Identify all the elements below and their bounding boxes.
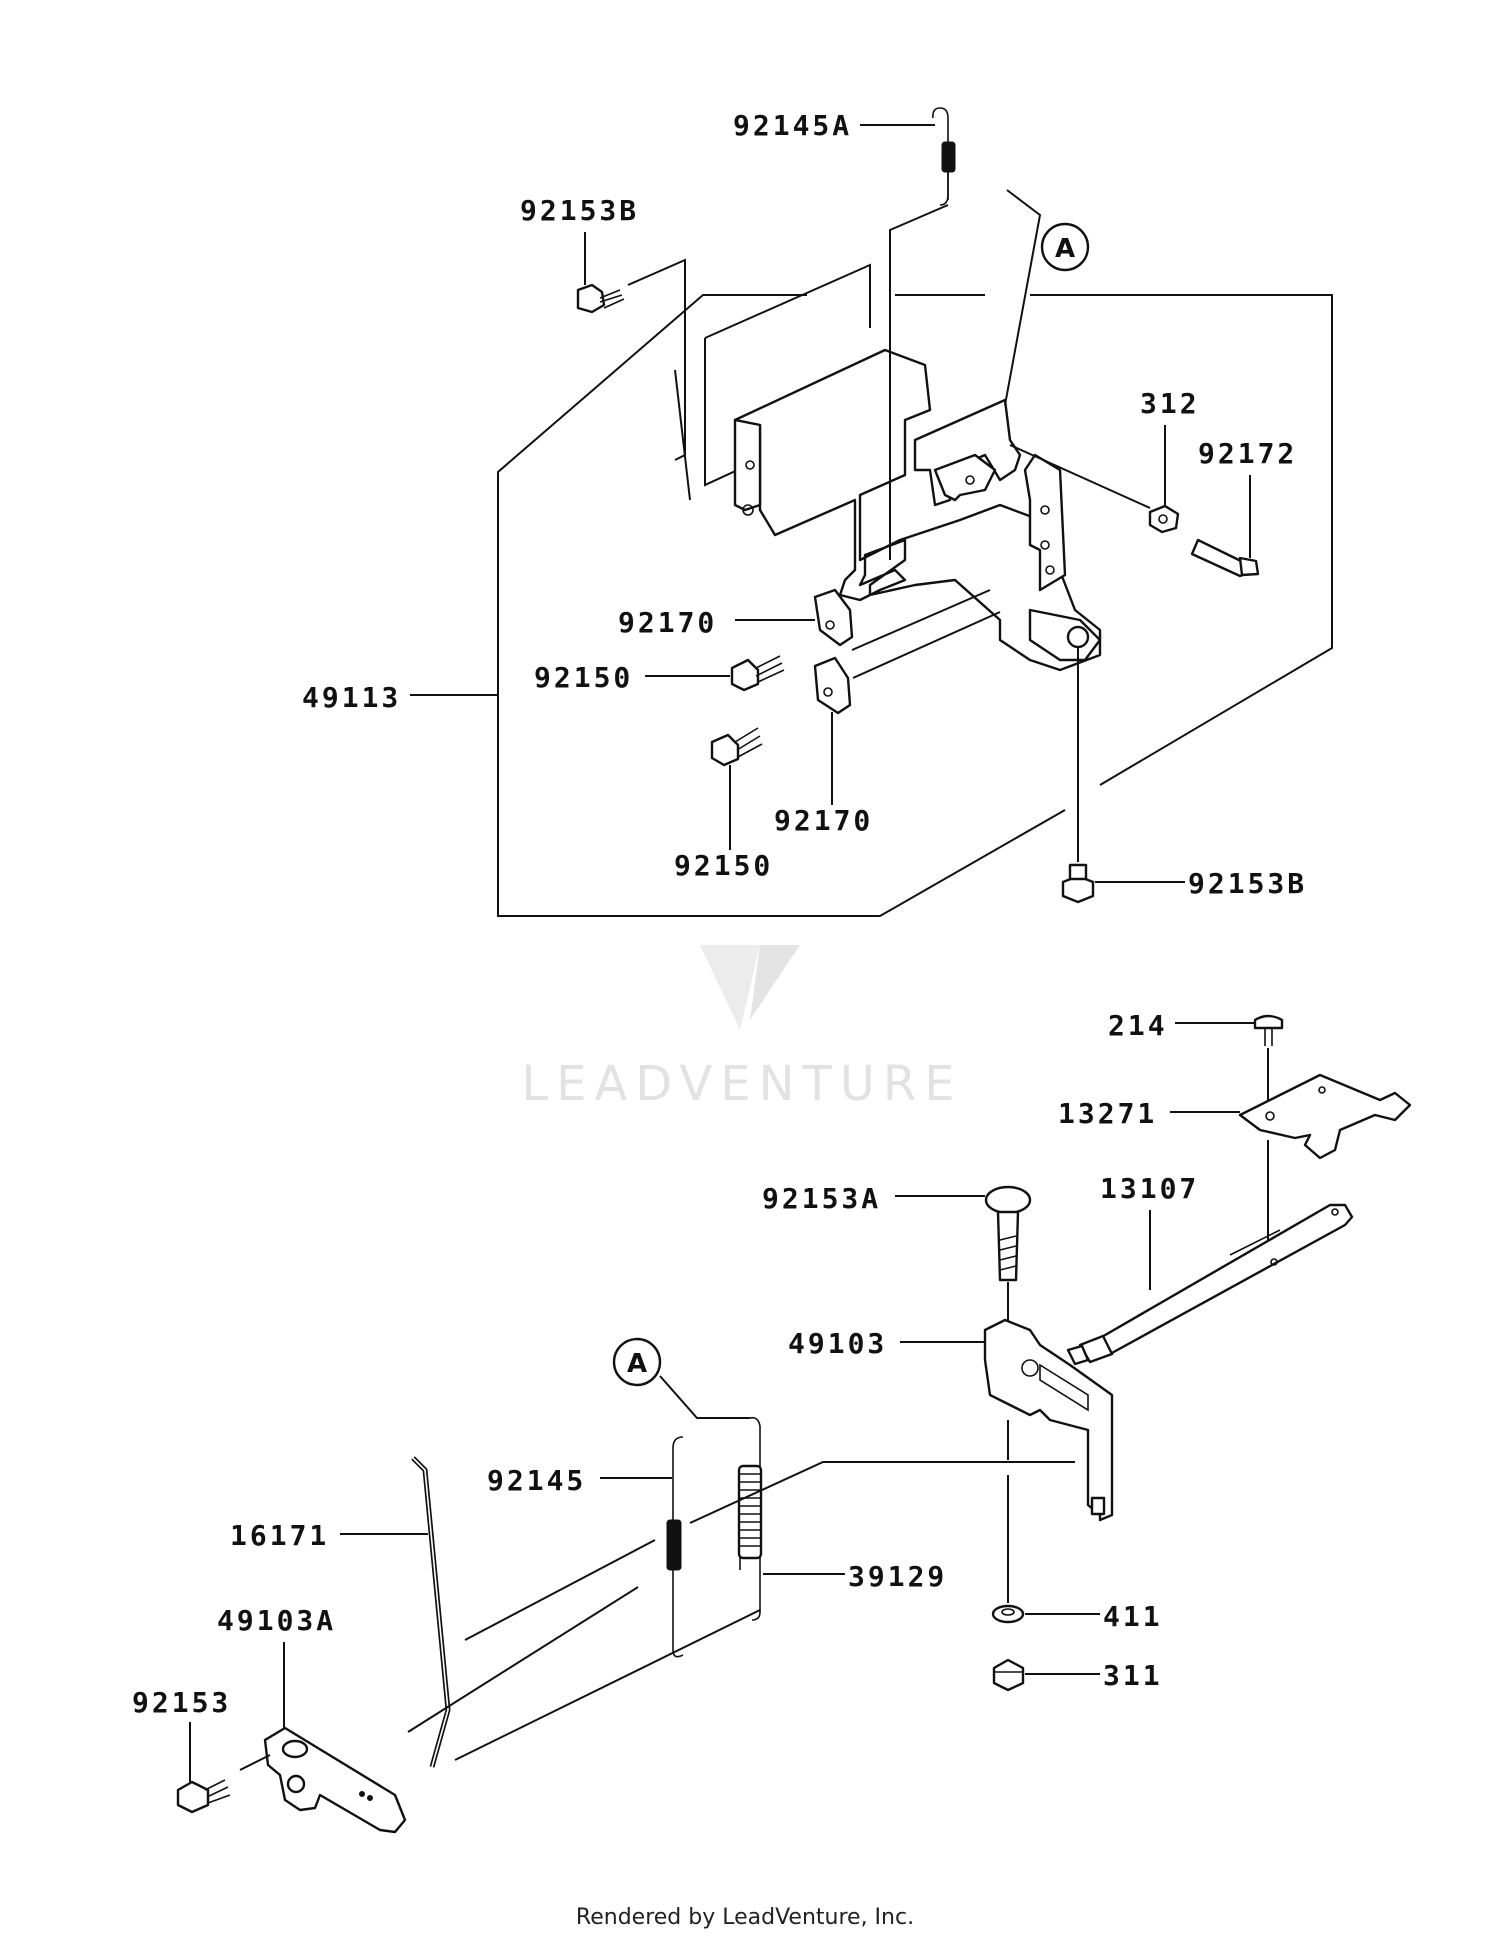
label-13271: 13271: [1058, 1097, 1240, 1130]
label-411: 411: [1025, 1600, 1163, 1633]
label-311: 311: [1025, 1659, 1163, 1692]
spring-92145a-leader-down: [889, 204, 949, 560]
callout-a-bottom: A: [612, 1337, 750, 1419]
lever-49103a: [263, 1726, 407, 1834]
svg-text:92150: 92150: [674, 849, 773, 882]
label-92153a: 92153A: [762, 1182, 985, 1215]
bolt-92153: [176, 1779, 231, 1814]
svg-text:A: A: [1055, 234, 1075, 264]
svg-text:49113: 49113: [302, 681, 401, 714]
label-92145: 92145: [487, 1464, 672, 1497]
svg-text:92172: 92172: [1198, 437, 1297, 470]
clamp-92170-a: [813, 588, 854, 647]
spring-39129-coils: [737, 1464, 763, 1560]
bolt-92153b-top: [576, 283, 625, 314]
svg-text:13271: 13271: [1058, 1097, 1157, 1130]
svg-text:92145: 92145: [487, 1464, 586, 1497]
svg-text:92170: 92170: [774, 804, 873, 837]
label-92150-b: 92150: [674, 765, 773, 882]
svg-text:49103: 49103: [788, 1327, 887, 1360]
rod-16171: [411, 1456, 451, 1768]
bolt-92150-b: [710, 727, 763, 767]
callout-a-leader-top: [1004, 189, 1042, 406]
screw-214: [1253, 1014, 1284, 1046]
label-49103: 49103: [788, 1327, 985, 1360]
screw-92172: [1190, 538, 1260, 578]
nut-312: [1148, 504, 1180, 534]
spring-39129: [737, 1416, 763, 1621]
svg-text:13107: 13107: [1100, 1172, 1199, 1205]
svg-text:92153B: 92153B: [1188, 867, 1307, 900]
label-92153b-top: 92153B: [520, 194, 639, 285]
footer-credit: Rendered by LeadVenture, Inc.: [576, 1905, 914, 1930]
label-16171: 16171: [230, 1519, 428, 1552]
label-92170-a: 92170: [618, 606, 815, 639]
clamp-92170-b: [813, 656, 852, 715]
watermark-text: LEADVENTURE: [521, 1056, 962, 1112]
label-312: 312: [1140, 387, 1200, 505]
svg-text:92153B: 92153B: [520, 194, 639, 227]
svg-text:311: 311: [1103, 1659, 1163, 1692]
svg-text:16171: 16171: [230, 1519, 329, 1552]
svg-text:92145A: 92145A: [733, 109, 852, 142]
callout-a-top: A: [1040, 222, 1090, 272]
label-92153: 92153: [132, 1686, 231, 1782]
lever-49103: [983, 1318, 1114, 1522]
label-92172: 92172: [1198, 437, 1297, 558]
svg-text:92153A: 92153A: [762, 1182, 881, 1215]
washer-411: [991, 1604, 1025, 1624]
svg-text:312: 312: [1140, 387, 1200, 420]
svg-text:92153: 92153: [132, 1686, 231, 1719]
bolt-92153a: [984, 1185, 1032, 1282]
control-bracket: [733, 348, 1102, 672]
svg-text:92150: 92150: [534, 661, 633, 694]
label-49103a: 49103A: [217, 1604, 336, 1728]
svg-text:A: A: [627, 1349, 647, 1379]
label-92170-b: 92170: [774, 712, 873, 837]
label-92153b-bottom: 92153B: [1095, 867, 1307, 900]
label-49113: 49113: [302, 681, 498, 714]
svg-text:39129: 39129: [848, 1560, 947, 1593]
label-13107: 13107: [1100, 1172, 1199, 1290]
bolt-92150-a: [730, 655, 785, 692]
spring-92145a: [932, 107, 956, 206]
bracket-13271: [1238, 1073, 1412, 1160]
label-92150-a: 92150: [534, 661, 730, 694]
svg-text:411: 411: [1103, 1600, 1163, 1633]
bottom-assembly: 214 13271 92153A 13107 49103 A 92145: [132, 1009, 1412, 1834]
svg-text:49103A: 49103A: [217, 1604, 336, 1637]
svg-text:92170: 92170: [618, 606, 717, 639]
nut-311: [992, 1658, 1025, 1692]
top-assembly: 92145A 92153B A 312 92172 92170 92150 4: [302, 107, 1333, 917]
bolt-92153b-bottom: [1061, 863, 1095, 904]
svg-text:214: 214: [1108, 1009, 1168, 1042]
spring-92145: [666, 1436, 684, 1658]
shaft-13107: [1066, 1203, 1354, 1366]
label-39129: 39129: [763, 1560, 947, 1593]
label-214: 214: [1108, 1009, 1255, 1042]
leadventure-watermark: LEADVENTURE: [521, 945, 962, 1112]
label-92145a: 92145A: [733, 109, 935, 142]
